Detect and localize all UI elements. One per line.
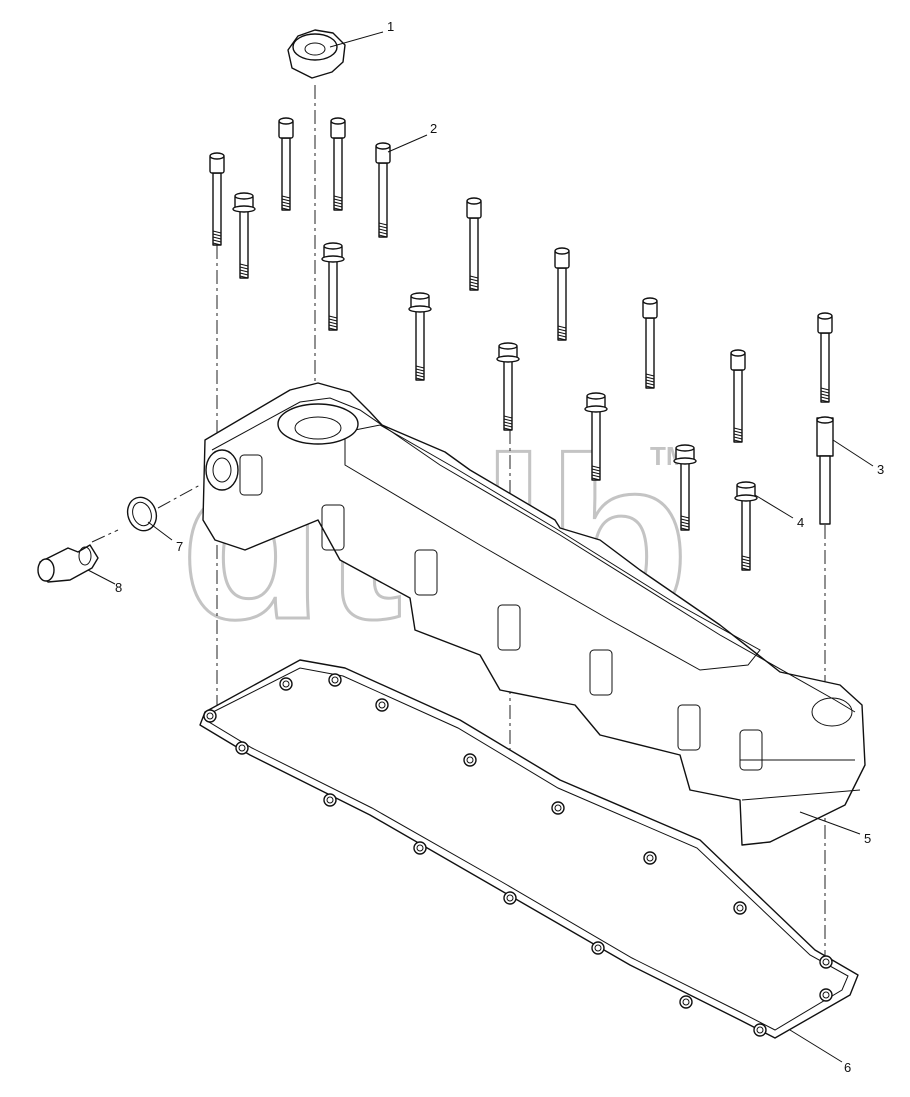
callout-5: 5 [864, 831, 871, 846]
gasket-hole [551, 801, 565, 815]
callout-7: 7 [176, 539, 183, 554]
gasket-hole [235, 741, 249, 755]
bolt-icon [209, 152, 225, 246]
gasket-hole [819, 988, 833, 1002]
bolt-icon [642, 297, 658, 389]
spacer-icon [816, 416, 834, 525]
gasket-hole [463, 753, 477, 767]
gasket-hole [413, 841, 427, 855]
oil-filler-cap-icon [287, 29, 346, 79]
gasket-hole [643, 851, 657, 865]
bolt-icon [817, 312, 833, 403]
callout-3: 3 [877, 462, 884, 477]
gasket-hole [279, 677, 293, 691]
bolt-icon [554, 247, 570, 341]
o-ring-icon [126, 496, 158, 532]
leader-lines [87, 31, 874, 1063]
gasket-hole [323, 793, 337, 807]
callout-4: 4 [797, 515, 804, 530]
gasket-hole [753, 1023, 767, 1037]
bolt-icon [232, 192, 256, 279]
callout-8: 8 [115, 580, 122, 595]
valve-cover-icon [202, 382, 866, 846]
bolt-icon [408, 292, 432, 381]
gasket-hole [679, 995, 693, 1009]
bolt-icon [330, 117, 346, 211]
bolt-icon [375, 142, 391, 238]
bolt-icon [496, 342, 520, 431]
callout-labels: 1 2 3 4 5 6 7 8 [115, 19, 884, 1075]
gasket-hole [328, 673, 342, 687]
gasket-hole [733, 901, 747, 915]
bolt-icon [673, 444, 697, 531]
bolt-icon [321, 242, 345, 331]
callout-2: 2 [430, 121, 437, 136]
callout-6: 6 [844, 1060, 851, 1075]
bolt-icon [730, 349, 746, 443]
bolt-icon [734, 481, 758, 571]
bolt-icon [466, 197, 482, 291]
bolt-icon [584, 392, 608, 481]
gasket-hole [375, 698, 389, 712]
bolt-set [209, 117, 833, 571]
gasket-bolt-holes [203, 673, 833, 1037]
gasket-hole [819, 955, 833, 969]
callout-1: 1 [387, 19, 394, 34]
bolt-icon [278, 117, 294, 211]
gasket-hole [203, 709, 217, 723]
gasket-hole [503, 891, 517, 905]
gasket-hole [591, 941, 605, 955]
fitting-icon [37, 544, 99, 583]
